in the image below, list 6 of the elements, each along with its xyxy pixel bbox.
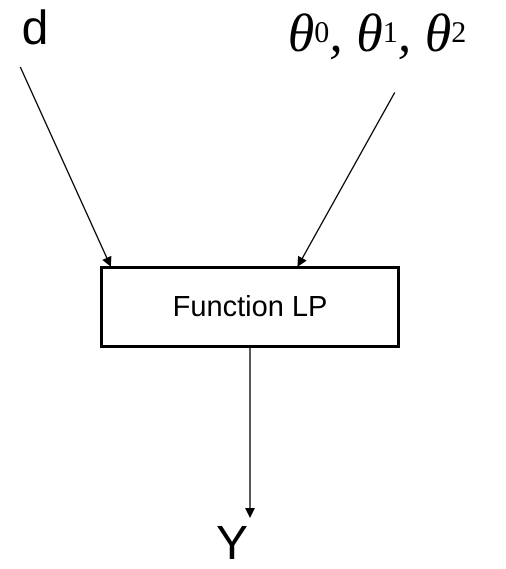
process-box: Function LP <box>100 266 400 348</box>
arrow <box>245 348 255 518</box>
input-label: d <box>14 2 56 54</box>
output-label: Y <box>210 518 254 568</box>
arrow <box>20 66 112 267</box>
arrow <box>297 92 396 267</box>
